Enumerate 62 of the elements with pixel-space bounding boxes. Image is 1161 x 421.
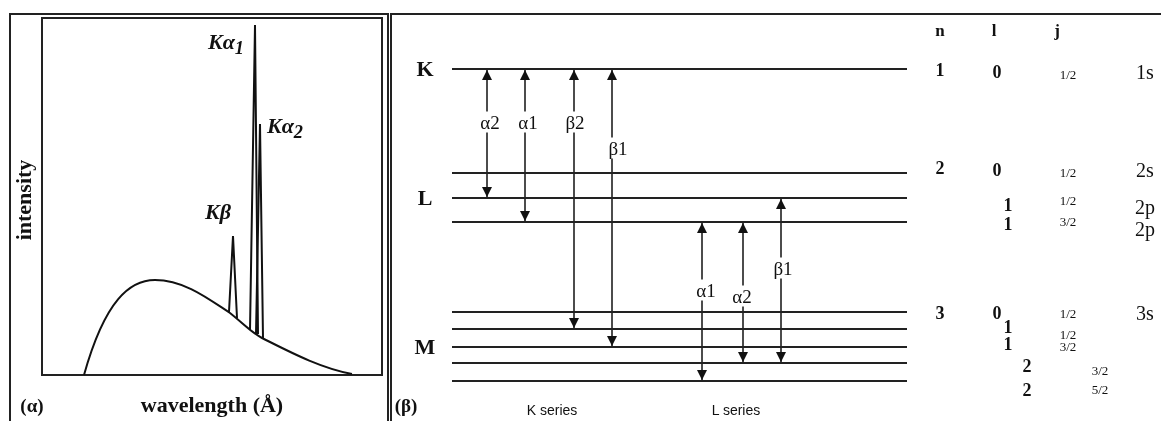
transition-arrow [569, 69, 579, 329]
table-cell: 1/2 [1059, 67, 1077, 81]
table-cell: 2p [1135, 219, 1155, 239]
energy-level-line [452, 380, 907, 382]
shell-label: K [416, 58, 434, 80]
table-cell: 1 [935, 61, 945, 79]
energy-level-line [452, 362, 907, 364]
edge-label: α1 [696, 279, 716, 301]
series-label: L series [711, 403, 761, 417]
table-cell: 1/2 [1059, 165, 1077, 179]
table-cell: 2 [935, 159, 945, 177]
table-cell: 1 [1003, 196, 1013, 214]
table-cell: 3/2 [1059, 214, 1077, 228]
table-cell: 1 [1003, 335, 1013, 353]
column-header: n [935, 21, 945, 39]
panel-label: (α) [20, 395, 44, 415]
edge-label: α2 [480, 111, 500, 133]
table-cell: 3s [1136, 303, 1154, 323]
peak-label: Kβ [205, 201, 231, 223]
transition-arrow [738, 222, 748, 363]
axis-title: intensity [13, 159, 35, 241]
transition-arrow [697, 222, 707, 381]
column-header: l [991, 21, 997, 39]
transition-arrow [520, 69, 530, 222]
axis-title: wavelength (Å) [140, 394, 284, 416]
table-cell: 1s [1136, 62, 1154, 82]
edge-label: β1 [608, 137, 628, 159]
table-cell: 1 [1003, 215, 1013, 233]
table-cell: 2p [1135, 197, 1155, 217]
energy-level-line [452, 311, 907, 313]
transition-arrow [776, 198, 786, 363]
energy-level-line [452, 221, 907, 223]
energy-level-line [452, 346, 907, 348]
column-header: j [1054, 21, 1060, 39]
table-cell: 1/2 [1059, 193, 1077, 207]
table-cell: 3/2 [1059, 339, 1077, 353]
table-cell: 0 [992, 161, 1002, 179]
edge-label: β2 [565, 111, 585, 133]
edge-label: α1 [518, 111, 538, 133]
energy-level-line [452, 172, 907, 174]
table-cell: 1/2 [1059, 327, 1077, 341]
shell-label: M [414, 336, 436, 358]
table-cell: 3/2 [1091, 363, 1109, 377]
table-cell: 2 [1022, 357, 1032, 375]
table-cell: 0 [992, 63, 1002, 81]
table-cell: 5/2 [1091, 382, 1109, 396]
panel-label: (β) [394, 395, 418, 415]
table-cell: 2 [1022, 381, 1032, 399]
edge-label: β1 [773, 257, 793, 279]
shell-label: L [417, 187, 433, 209]
energy-level-line [452, 68, 907, 70]
table-cell: 2s [1136, 160, 1154, 180]
energy-level-line [452, 197, 907, 199]
table-cell: 1 [1003, 318, 1013, 336]
table-cell: 3 [935, 304, 945, 322]
edge-label: α2 [732, 285, 752, 307]
transition-arrow [607, 69, 617, 347]
table-cell: 1/2 [1059, 306, 1077, 320]
series-label: K series [526, 403, 578, 417]
table-cell: 0 [992, 304, 1002, 322]
transition-arrow [482, 69, 492, 198]
energy-level-line [452, 328, 907, 330]
